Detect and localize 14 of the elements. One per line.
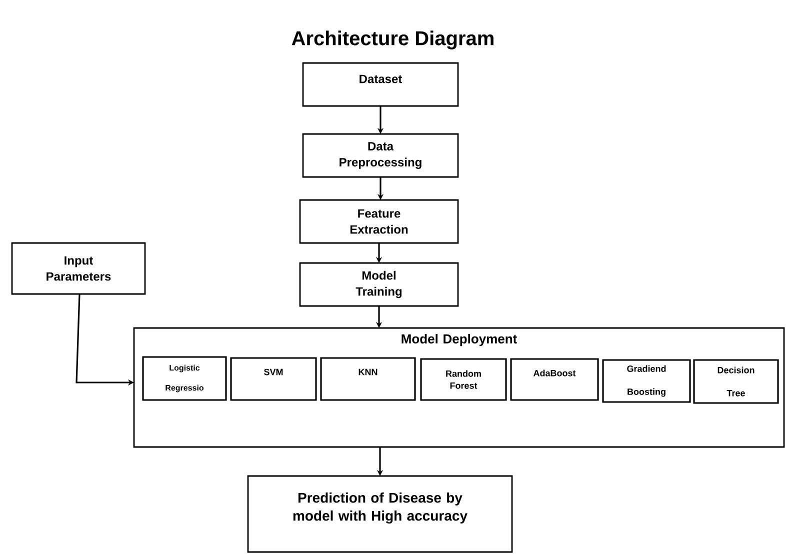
algorithm-box: Gradiend Boosting xyxy=(602,359,691,403)
process-box: Dataset xyxy=(302,62,459,107)
algorithm-box: SVM xyxy=(230,357,317,401)
process-box: Feature Extraction xyxy=(299,199,459,244)
process-box: Data Preprocessing xyxy=(302,133,459,178)
algorithm-box: Logistic Regressio xyxy=(142,356,227,401)
algorithm-box: Random Forest xyxy=(420,358,507,401)
algorithm-box: KNN xyxy=(320,357,416,401)
algorithm-box: AdaBoost xyxy=(510,358,599,401)
algorithm-box: Decision Tree xyxy=(693,359,779,404)
process-box: Prediction of Disease by model with High accuracy xyxy=(247,475,513,553)
process-box: Input Parameters xyxy=(11,242,146,295)
title: Architecture Diagram xyxy=(292,30,494,50)
process-box: Model Training xyxy=(299,262,459,307)
